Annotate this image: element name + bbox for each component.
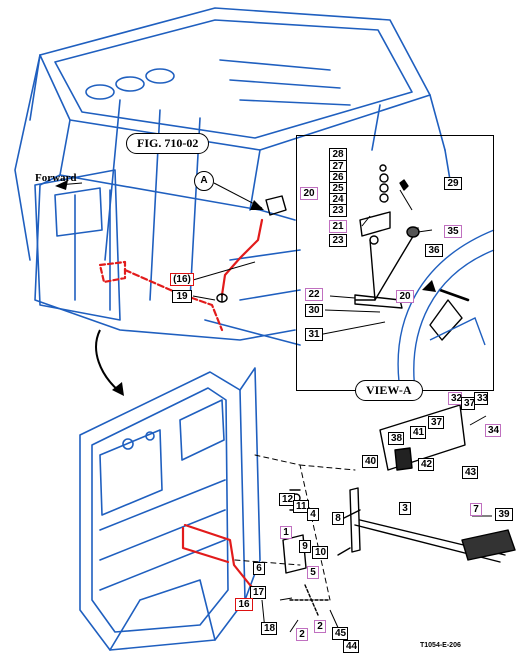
part-label-20b: 20 xyxy=(396,290,414,303)
part-label-18: 18 xyxy=(261,622,277,635)
view-a-frame xyxy=(296,135,494,391)
cab-frame-linework xyxy=(14,7,451,651)
part-label-41: 41 xyxy=(410,426,426,439)
part-label-21: 21 xyxy=(329,220,347,233)
part-label-32: 32 xyxy=(448,392,462,405)
forward-label: Forward xyxy=(35,172,77,184)
part-label-19: 19 xyxy=(172,290,192,303)
drawing-code: T1054-E-206 xyxy=(420,642,461,649)
part-label-8: 8 xyxy=(332,512,344,525)
part-label-34: 34 xyxy=(485,424,501,437)
part-label-2b: 2 xyxy=(314,620,326,633)
part-label-33: 33 xyxy=(474,392,488,405)
part-label-35: 35 xyxy=(444,225,462,238)
part-label-4: 4 xyxy=(307,508,319,521)
view-a-title: VIEW-A xyxy=(355,380,423,401)
part-label-40: 40 xyxy=(362,455,378,468)
part-label-44: 44 xyxy=(343,640,359,653)
part-label-12: 12 xyxy=(279,493,295,506)
part-label-39: 39 xyxy=(495,508,513,521)
part-label-10: 10 xyxy=(312,546,328,559)
part-label-5: 5 xyxy=(307,566,319,579)
part-label-37b: 37 xyxy=(428,416,444,429)
figure-title: FIG. 710-02 xyxy=(126,133,210,154)
part-label-6: 6 xyxy=(253,562,265,575)
part-label-23a: 23 xyxy=(329,204,347,217)
part-label-30: 30 xyxy=(305,304,323,317)
part-label-2a: 2 xyxy=(296,628,308,641)
view-a-wheel-arch xyxy=(397,229,495,391)
part-label-9: 9 xyxy=(299,540,311,553)
part-label-42: 42 xyxy=(418,458,434,471)
part-label-23b: 23 xyxy=(329,234,347,247)
part-label-43: 43 xyxy=(462,466,478,479)
part-label-22: 22 xyxy=(305,288,323,301)
part-label-37a: 37 xyxy=(461,397,475,410)
part-label-3: 3 xyxy=(399,502,411,515)
arrowheads xyxy=(55,180,436,396)
part-label-16-upper: (16) xyxy=(170,273,194,286)
part-label-16-lower: 16 xyxy=(235,598,253,611)
part-label-31: 31 xyxy=(305,328,323,341)
part-label-1: 1 xyxy=(280,526,292,539)
view-a-callout: A xyxy=(194,171,214,191)
part-label-29: 29 xyxy=(444,177,462,190)
part-label-7: 7 xyxy=(470,503,482,516)
part-label-11: 11 xyxy=(293,500,309,513)
part-label-45: 45 xyxy=(332,627,348,640)
part-label-36: 36 xyxy=(425,244,443,257)
part-label-38: 38 xyxy=(388,432,404,445)
part-label-20a: 20 xyxy=(300,187,318,200)
part-label-17: 17 xyxy=(250,586,266,599)
